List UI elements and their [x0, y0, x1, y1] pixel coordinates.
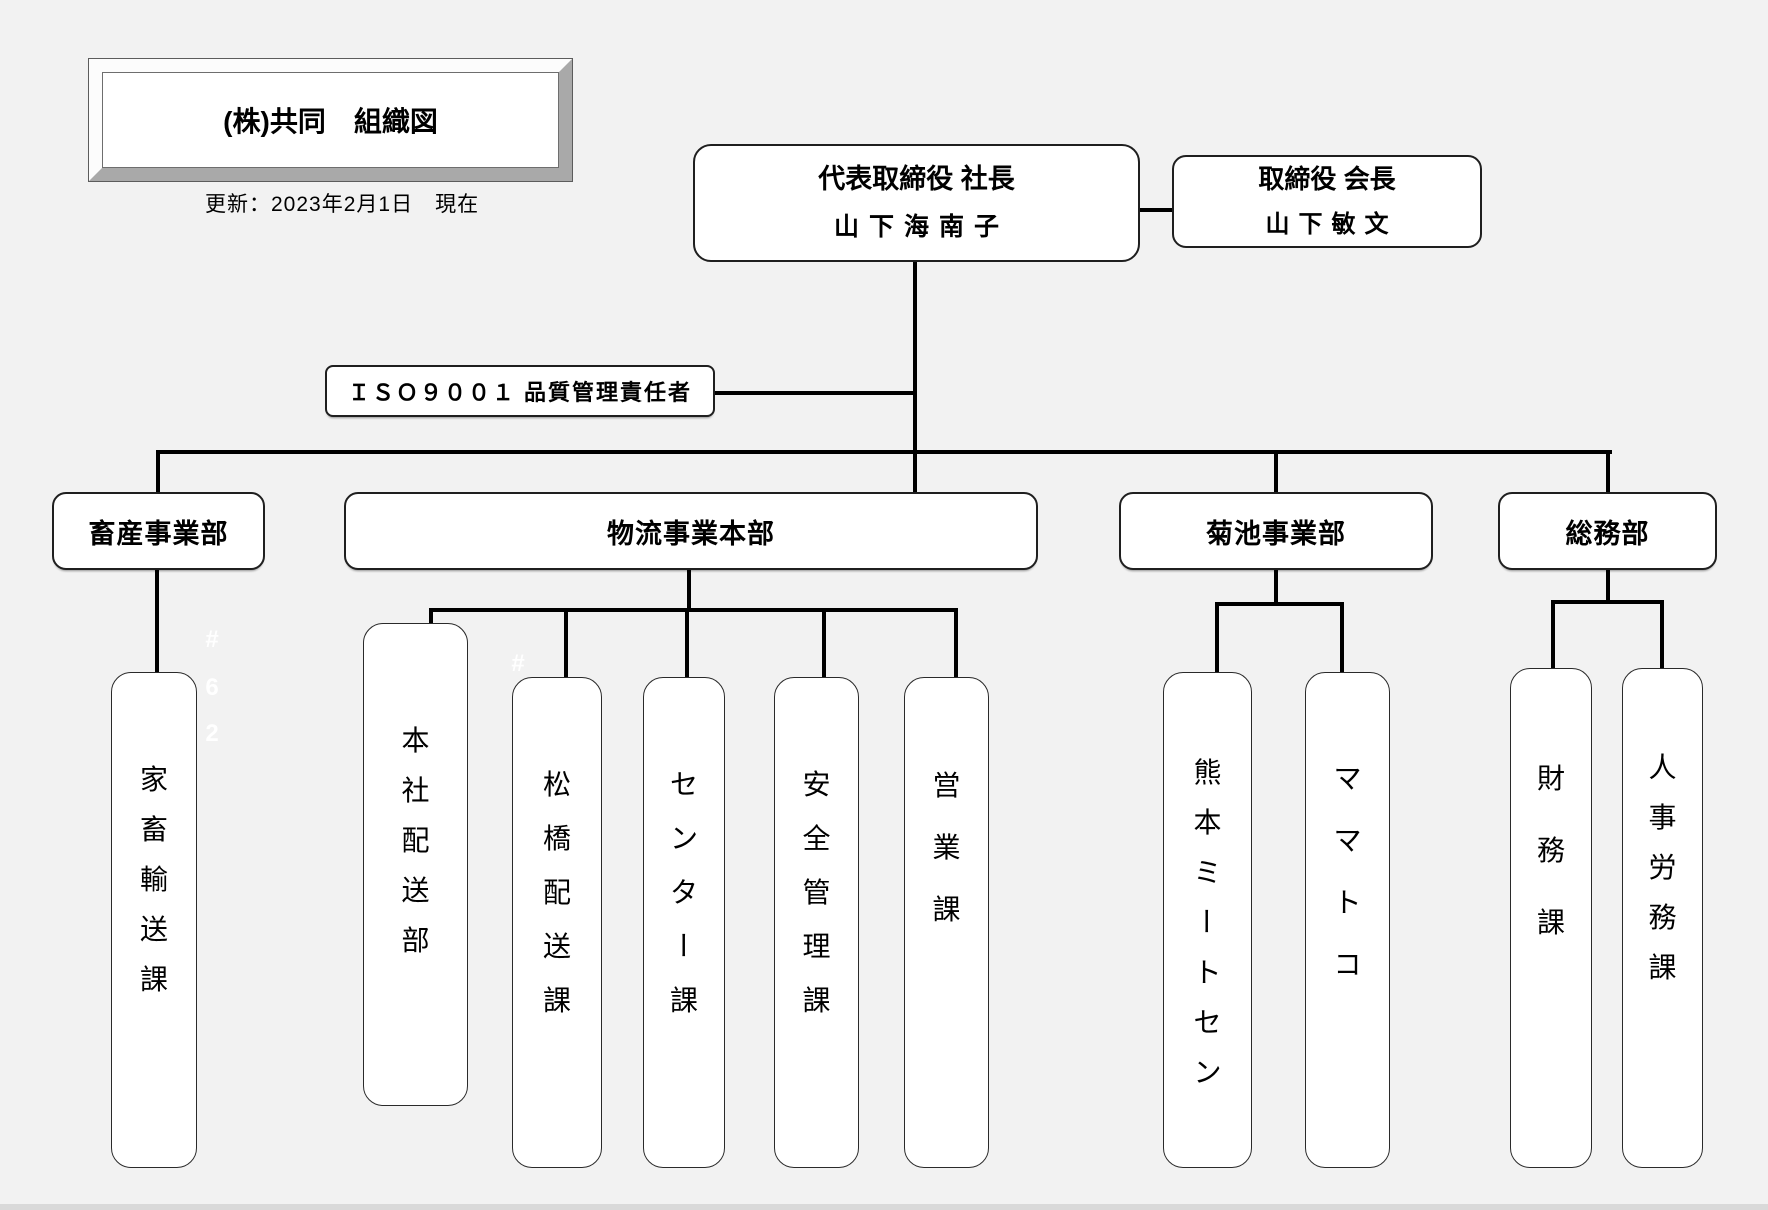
section-label: 本社配送部: [401, 725, 430, 956]
node-section-jinji-romu: 人事労務課: [1622, 668, 1703, 1168]
node-dept-chikusan: 畜産事業部: [52, 492, 265, 570]
node-section-center-ka: センター課: [643, 677, 725, 1168]
node-chairman: 取締役 会長 山下敏文: [1172, 155, 1482, 248]
title-box: (株)共同 組織図: [88, 58, 573, 182]
page-title: (株)共同 組織図: [223, 106, 438, 137]
section-label: 財務課: [1536, 763, 1565, 938]
node-dept-butsuryu: 物流事業本部: [344, 492, 1038, 570]
section-label: 営業課: [932, 770, 961, 925]
title-box-bevel: [89, 59, 572, 181]
section-label: センター課: [666, 769, 698, 1016]
node-section-mamatoko: ママトコ: [1305, 672, 1390, 1168]
connector-president-chairman: [1138, 208, 1174, 212]
connector-drop-anzen: [822, 608, 826, 680]
node-dept-kikuchi: 菊池事業部: [1119, 492, 1433, 570]
faint-artifact-six: 6: [205, 674, 219, 701]
dept-label: 菊池事業部: [1206, 518, 1346, 549]
dept-label: 物流事業本部: [607, 518, 775, 549]
node-section-anzen-kanri: 安全管理課: [774, 677, 859, 1168]
node-section-eigyo-ka: 営業課: [904, 677, 989, 1168]
node-section-honsha-haiso: 本社配送部: [363, 623, 468, 1106]
connector-drop-chikusan: [156, 450, 160, 496]
connector-drop-kikuchi: [1274, 450, 1278, 496]
connector-drop-matsubashi: [564, 608, 568, 680]
dept-label: 畜産事業部: [88, 518, 229, 549]
section-label: 安全管理課: [802, 769, 831, 1016]
connector-president-stem: [913, 260, 917, 496]
node-section-matsubashi-haiso: 松橋配送課: [512, 677, 602, 1168]
node-president: 代表取締役 社長 山下海南子: [693, 144, 1140, 262]
president-name: 山下海南子: [833, 213, 1009, 242]
section-label: 家畜輸送課: [139, 764, 168, 995]
section-label: 松橋配送課: [542, 769, 571, 1016]
connector-drop-soumu: [1606, 450, 1610, 496]
connector-kikuchi-rail: [1215, 602, 1344, 606]
connector-main-rail: [156, 450, 1612, 454]
node-section-zaimu-ka: 財務課: [1510, 668, 1592, 1168]
faint-artifact-hash1: #: [205, 626, 219, 653]
connector-drop-honsha: [429, 608, 433, 626]
connector-drop-center: [685, 608, 689, 680]
president-title: 代表取締役 社長: [818, 163, 1015, 194]
connector-kikuchi-stem: [1274, 570, 1278, 606]
updated-date: 更新：2023年2月1日 現在: [205, 193, 480, 216]
connector-drop-jinji: [1660, 600, 1664, 671]
faint-artifact-two: 2: [205, 720, 219, 747]
dept-label: 総務部: [1565, 518, 1650, 549]
screen-bottom-edge: [0, 1204, 1768, 1210]
chairman-title: 取締役 会長: [1258, 164, 1396, 195]
connector-drop-mamatoko: [1340, 602, 1344, 675]
node-iso-manager: ＩＳＯ９００１ 品質管理責任者: [325, 365, 715, 417]
node-section-kumamoto-meatcen: 熊本ミートセン: [1163, 672, 1252, 1168]
section-label: 熊本ミートセン: [1190, 757, 1222, 1088]
connector-drop-kumamoto: [1215, 602, 1219, 675]
iso-label: ＩＳＯ９００１ 品質管理責任者: [347, 380, 693, 405]
connector-soumu-rail: [1551, 600, 1664, 604]
chairman-name: 山下敏文: [1265, 210, 1398, 238]
node-section-kachiku-yuso: 家畜輸送課: [111, 672, 197, 1168]
section-label: ママトコ: [1333, 763, 1362, 980]
section-label: 人事労務課: [1648, 752, 1677, 983]
connector-butsuryu-stem: [687, 568, 691, 612]
connector-butsuryu-rail: [429, 608, 958, 612]
connector-soumu-stem: [1606, 570, 1610, 604]
connector-drop-zaimu: [1551, 600, 1555, 671]
faint-artifact-hash2: #: [511, 650, 525, 677]
connector-drop-eigyo: [954, 608, 958, 680]
connector-iso-link: [713, 391, 915, 395]
node-dept-soumu: 総務部: [1498, 492, 1717, 570]
connector-chikusan-stem: [155, 568, 159, 674]
